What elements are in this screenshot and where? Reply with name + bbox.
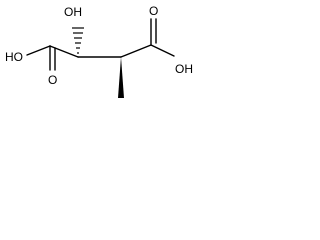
bond-c1-c2 (49, 45, 79, 58)
bond-c3-c4 (120, 44, 152, 58)
bond-c4-oh-right (150, 44, 175, 57)
solid-wedge-c3-methyl (118, 57, 124, 98)
hydroxyl-left-label: HO (5, 50, 23, 64)
hydroxyl-right-label: OH (175, 62, 193, 76)
hydroxyl-top-label: OH (64, 5, 82, 19)
molecule-canvas: HO OH OH O O (0, 0, 208, 117)
hashed-wedge-c2-oh (72, 27, 84, 54)
bond-ho-left-c1 (26, 45, 51, 56)
carbonyl-oxygen-left-label: O (48, 73, 57, 87)
carbonyl-oxygen-right-label: O (149, 4, 158, 18)
molecule-structure: HO OH OH O O (5, 4, 193, 98)
